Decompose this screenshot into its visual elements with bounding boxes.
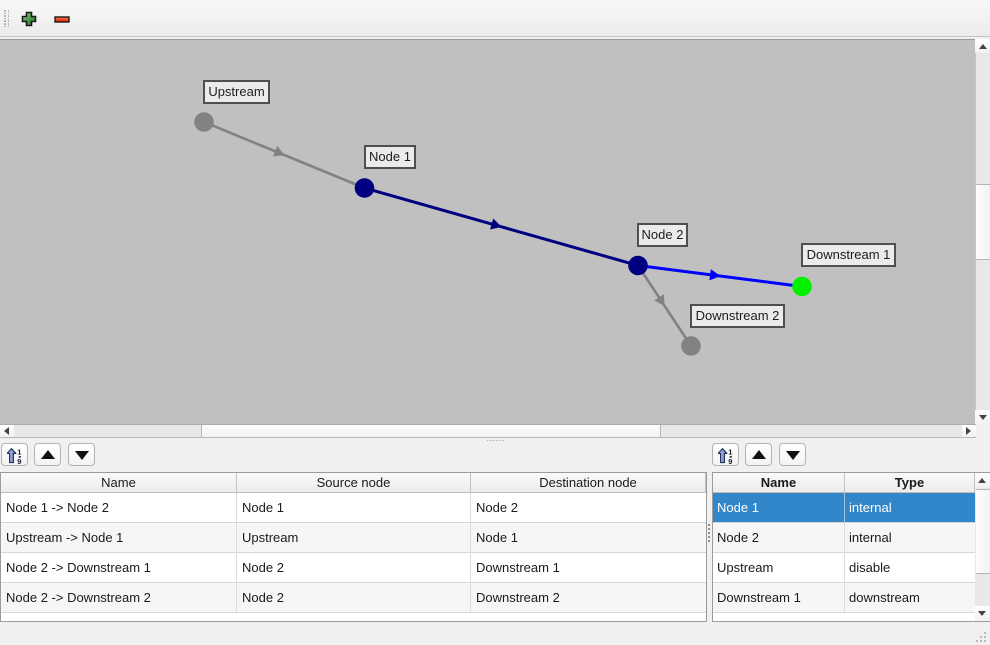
svg-text:9: 9	[728, 457, 732, 464]
svg-text:1: 1	[728, 448, 732, 456]
svg-text:1: 1	[17, 448, 21, 456]
svg-text:9: 9	[17, 457, 21, 464]
